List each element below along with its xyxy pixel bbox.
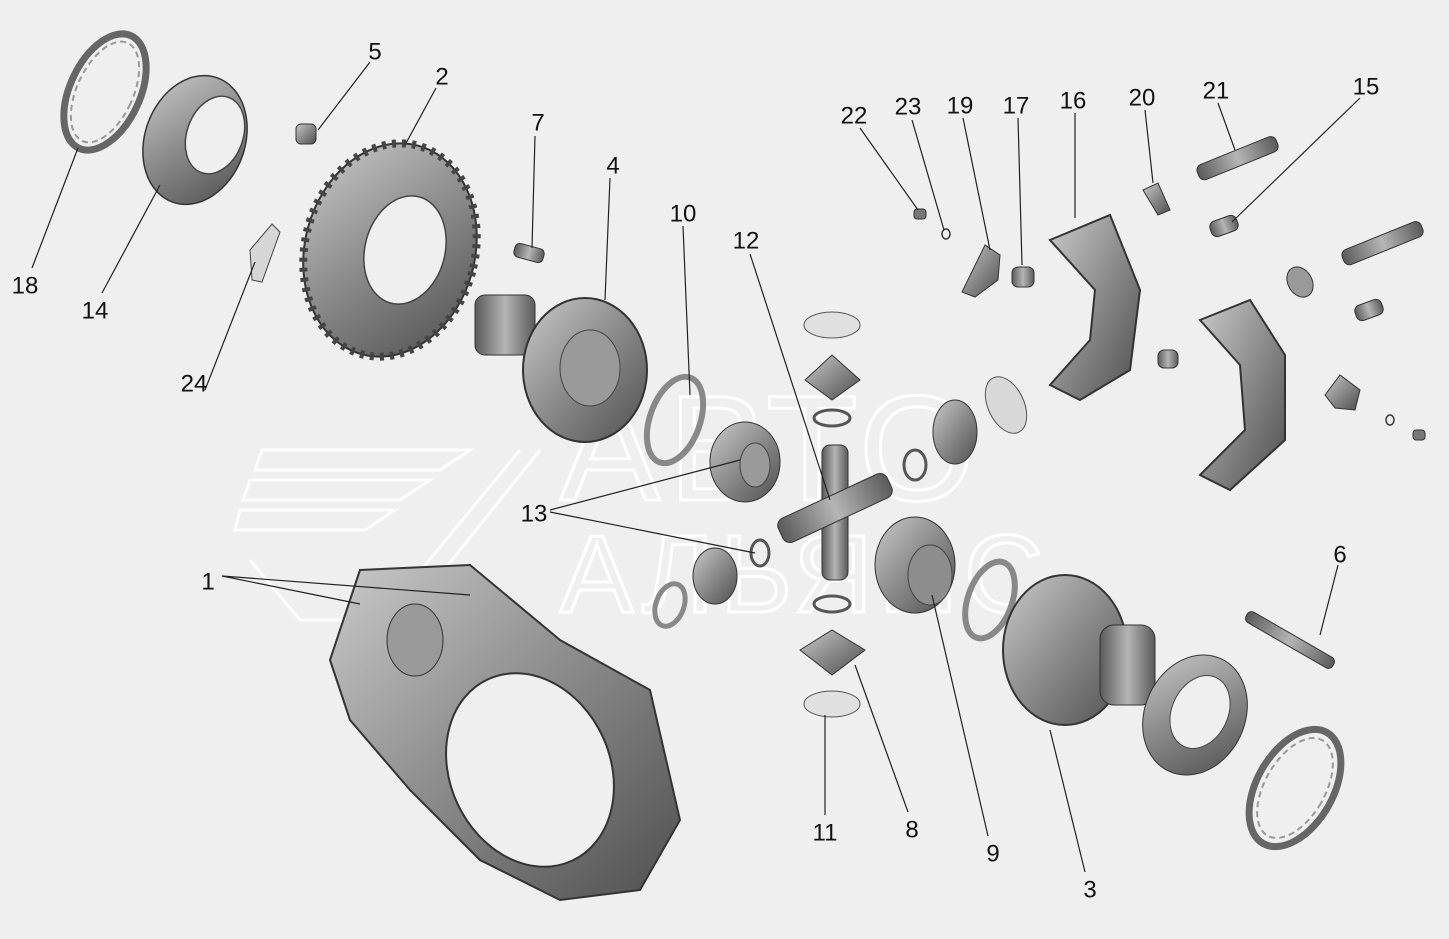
part-5-nut [295, 123, 317, 145]
callout-23: 23 [895, 93, 922, 120]
part-4-case-half [474, 294, 648, 443]
part-21-bolt-lower [1341, 221, 1424, 266]
callout-10: 10 [670, 200, 697, 227]
callout-20: 20 [1129, 84, 1156, 111]
leader-line-17 [1017, 117, 1023, 266]
part-23-washer [941, 228, 951, 240]
leader-line-15 [1231, 97, 1361, 223]
callout-13: 13 [521, 500, 548, 527]
leader-line-3 [1049, 729, 1086, 873]
callout-3: 3 [1083, 876, 1096, 903]
leader-line-1 [221, 575, 361, 605]
callout-12: 12 [733, 227, 760, 254]
leader-line-14 [101, 184, 161, 294]
callout-24: 24 [181, 370, 208, 397]
leader-line-19 [962, 117, 991, 251]
part-18-ring [60, 30, 150, 154]
leader-line-24 [204, 261, 256, 391]
leader-line-6 [1319, 564, 1339, 636]
part-washer-cap [1286, 266, 1314, 298]
part-13-pinion-gear-bottom [692, 547, 738, 605]
part-15-dowel-lower [1354, 298, 1384, 322]
part-16-bearing-cap-left [1048, 213, 1142, 402]
part-20-lock-plate [1142, 182, 1171, 216]
part-17-bushing-2 [1157, 349, 1179, 369]
leader-line-2 [404, 87, 437, 146]
part-1-housing [328, 563, 682, 902]
part-15-dowel-upper [1209, 214, 1239, 238]
part-bearing-right [1142, 654, 1248, 776]
callout-7: 7 [531, 109, 544, 136]
callout-2: 2 [435, 63, 448, 90]
part-24-lock-plate [249, 223, 281, 283]
callout-5: 5 [368, 38, 381, 65]
part-3-case-half [1002, 574, 1156, 726]
part-10-washer [643, 373, 707, 467]
leader-line-23 [911, 119, 945, 231]
leader-line-5 [317, 61, 371, 131]
callout-8: 8 [905, 816, 918, 843]
part-9-side-gear [874, 516, 956, 614]
leader-line-7 [531, 135, 536, 249]
part-22-screw-2 [1412, 429, 1426, 441]
part-small-ring-right [902, 448, 928, 482]
callout-22: 22 [841, 102, 868, 129]
part-16-bearing-cap-right [1198, 298, 1286, 492]
part-7-pin [513, 242, 545, 264]
callout-1: 1 [201, 568, 214, 595]
part-ring-right [1245, 725, 1345, 851]
leader-line-12 [749, 253, 831, 501]
part-23-washer-2 [1385, 414, 1395, 426]
part-13-washer [652, 581, 688, 629]
callout-18: 18 [12, 272, 39, 299]
callout-15: 15 [1353, 73, 1380, 100]
part-13-small-washer [749, 538, 771, 568]
part-11-washer-upper [803, 311, 861, 339]
leader-line-13 [549, 459, 741, 511]
callout-16: 16 [1060, 87, 1087, 114]
part-8-pinion-upper [804, 354, 861, 401]
callout-9: 9 [986, 840, 999, 867]
part-12-spider [777, 444, 893, 581]
part-washer-mid-upper [812, 408, 852, 428]
part-side-gear-right [932, 399, 978, 465]
part-washer-mid-lower [812, 594, 852, 614]
part-19-lock-strip [961, 244, 1001, 298]
part-14-bearing [142, 74, 248, 206]
callout-19: 19 [947, 92, 974, 119]
part-6-bolt [1245, 611, 1335, 669]
callout-21: 21 [1203, 77, 1230, 104]
part-9-washer [962, 558, 1018, 642]
leader-line-9 [931, 594, 989, 837]
part-11-washer-lower [803, 690, 861, 718]
callout-11: 11 [813, 819, 838, 846]
part-13-pinion-gear-top [709, 421, 781, 503]
part-washer-right [984, 376, 1028, 434]
part-22-screw [913, 208, 927, 220]
part-21-bolt-upper [1196, 136, 1279, 181]
callout-14: 14 [82, 297, 109, 324]
leader-line-1-2 [221, 575, 471, 596]
leader-line-10 [682, 225, 691, 396]
callout-6: 6 [1333, 541, 1346, 568]
callout-4: 4 [606, 152, 619, 179]
leader-line-13-2 [549, 511, 756, 554]
part-19-lock-strip-2 [1324, 374, 1361, 411]
leader-lines [31, 61, 1361, 873]
leader-line-8 [854, 664, 909, 813]
leader-line-21 [1217, 102, 1236, 151]
part-17-bushing [1011, 266, 1035, 288]
leader-line-4 [604, 177, 611, 301]
leader-line-22 [859, 127, 919, 211]
callout-17: 17 [1003, 92, 1030, 119]
leader-line-18 [31, 147, 79, 269]
leader-line-20 [1144, 109, 1154, 184]
watermark-logo [233, 448, 542, 626]
part-8-pinion-lower [799, 629, 866, 676]
part-2-crown-gear [299, 139, 481, 361]
